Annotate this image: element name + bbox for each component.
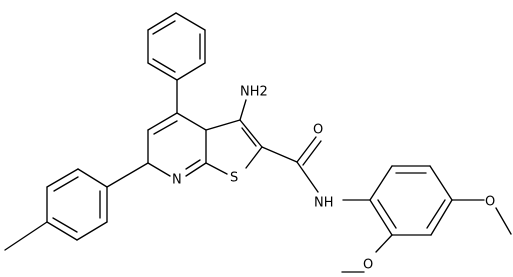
atom-labels: NH2 NH N S O O O bbox=[172, 85, 495, 273]
bond bbox=[369, 199, 393, 236]
bond bbox=[369, 165, 393, 201]
thiophene-sulfur-label: S bbox=[230, 171, 238, 186]
bond bbox=[176, 112, 207, 131]
bond bbox=[176, 62, 206, 81]
bond bbox=[261, 146, 298, 163]
amide-nitrogen-label: NH bbox=[314, 196, 334, 211]
bond bbox=[152, 20, 176, 35]
bond bbox=[46, 221, 78, 241]
amino-group-label: NH2 bbox=[240, 85, 268, 100]
bond bbox=[147, 62, 178, 81]
bond bbox=[175, 12, 206, 31]
bond bbox=[185, 159, 201, 170]
pyridine-nitrogen-label: N bbox=[172, 173, 182, 188]
bond bbox=[377, 199, 397, 229]
bond bbox=[205, 119, 241, 131]
carbonyl-oxygen-label: O bbox=[313, 123, 323, 138]
bond bbox=[426, 199, 446, 229]
bond bbox=[495, 207, 512, 235]
bond bbox=[147, 162, 171, 177]
para-methoxy-oxygen-label: O bbox=[485, 195, 495, 210]
bond bbox=[296, 136, 317, 163]
ortho-methoxy-oxygen-label: O bbox=[363, 258, 373, 273]
bond bbox=[76, 221, 108, 241]
bond bbox=[147, 112, 178, 131]
bond bbox=[77, 168, 108, 188]
bond bbox=[296, 161, 319, 193]
bond bbox=[430, 199, 453, 236]
bond bbox=[302, 140, 322, 166]
bond-lines bbox=[4, 12, 512, 273]
bond bbox=[239, 119, 263, 148]
bond bbox=[106, 162, 149, 188]
bond bbox=[429, 165, 453, 201]
bond bbox=[205, 162, 228, 175]
bond bbox=[52, 217, 78, 233]
bond bbox=[147, 12, 177, 31]
bond bbox=[4, 221, 48, 251]
bond bbox=[239, 99, 247, 121]
bond bbox=[46, 168, 79, 188]
bond bbox=[153, 120, 178, 135]
bond bbox=[185, 162, 207, 177]
bond bbox=[152, 58, 176, 73]
bond bbox=[375, 234, 393, 253]
bond bbox=[241, 127, 257, 147]
bond bbox=[53, 176, 79, 192]
bond bbox=[245, 146, 263, 169]
